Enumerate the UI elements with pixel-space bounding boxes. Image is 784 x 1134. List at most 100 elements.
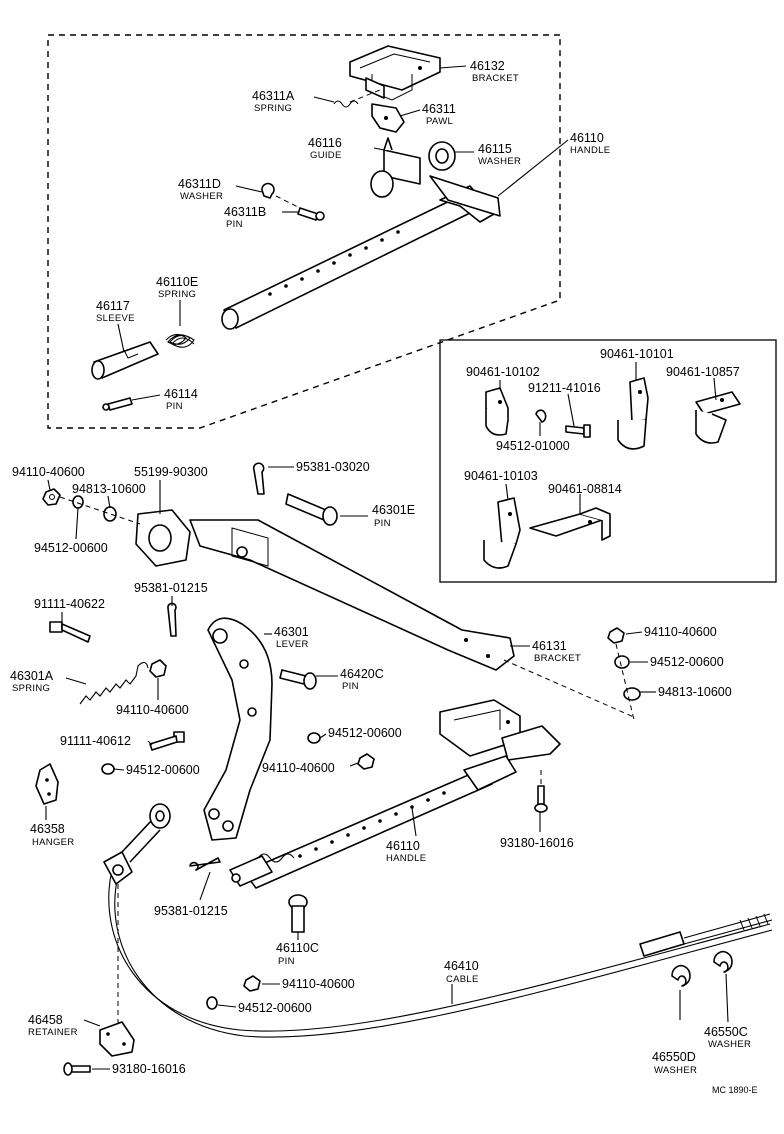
part-number: 46311D xyxy=(178,177,221,191)
clip-set-box xyxy=(439,339,777,583)
handle-46110-lower-drawing xyxy=(229,699,561,889)
part-name: BRACKET xyxy=(472,73,519,84)
part-number: 46311 xyxy=(422,102,456,116)
label-46110e: 46110E SPRING xyxy=(156,275,198,300)
clip-90461-08814-drawing xyxy=(529,507,611,541)
label-94110-40600-left: 94110-40600 xyxy=(12,465,85,479)
part-name: HANGER xyxy=(32,837,74,848)
label-46458: 46458 RETAINER xyxy=(28,1013,78,1038)
nut-94110-middle-drawing xyxy=(357,753,375,770)
label-46311a: 46311A SPRING xyxy=(252,89,295,114)
washer-94512-middle-drawing xyxy=(307,732,321,744)
label-94110-40600-right: 94110-40600 xyxy=(644,625,717,639)
cotter-pin-95381-01215-lower-drawing xyxy=(189,857,221,871)
clip-90461-10101-drawing xyxy=(617,377,649,450)
label-94110-40600-lower: 94110-40600 xyxy=(282,977,355,991)
part-name: HANDLE xyxy=(570,145,610,156)
part-number: 46131 xyxy=(532,639,567,653)
cable-46410-drawing xyxy=(103,803,773,1038)
pin-46311b-drawing xyxy=(297,207,325,221)
label-46132: 46132 BRACKET xyxy=(470,59,519,84)
label-90461-10103: 90461-10103 xyxy=(464,469,538,483)
washer-94813-left-drawing xyxy=(103,506,117,522)
part-name: SLEEVE xyxy=(96,313,135,324)
washer-46115-drawing xyxy=(428,141,456,171)
part-number: 46550C xyxy=(704,1025,748,1039)
label-46550c: 46550C WASHER xyxy=(704,1025,751,1050)
bracket-46131-drawing xyxy=(189,519,515,671)
part-number: 46110 xyxy=(386,839,420,853)
part-name: SPRING xyxy=(254,103,292,114)
pin-46110c-drawing xyxy=(288,894,308,933)
label-90461-10102: 90461-10102 xyxy=(466,365,540,379)
pin-46420c-drawing xyxy=(279,669,317,690)
pin-46114-drawing xyxy=(102,397,133,411)
nut-94110-left-drawing xyxy=(42,488,61,506)
part-number: 46132 xyxy=(470,59,505,73)
part-number: 46410 xyxy=(444,959,479,973)
label-94813-10600-right: 94813-10600 xyxy=(658,685,732,699)
label-94512-00600-middle: 94512-00600 xyxy=(328,726,402,740)
part-name: PIN xyxy=(374,518,391,529)
label-46110c: 46110C PIN xyxy=(276,941,319,967)
label-46131: 46131 BRACKET xyxy=(532,639,581,664)
cotter-pin-95381-03020-drawing xyxy=(252,462,265,495)
label-90461-08814: 90461-08814 xyxy=(548,482,622,496)
part-name: HANDLE xyxy=(386,853,426,864)
lever-46301-drawing xyxy=(203,617,273,841)
part-name: WASHER xyxy=(708,1039,751,1050)
label-46311b: 46311B PIN xyxy=(224,205,266,230)
label-46114: 46114 PIN xyxy=(164,387,198,412)
part-number: 46301 xyxy=(274,625,309,639)
part-number: 46114 xyxy=(164,387,198,401)
part-name: BRACKET xyxy=(534,653,581,664)
label-94512-00600-right: 94512-00600 xyxy=(650,655,724,669)
label-46116: 46116 GUIDE xyxy=(308,136,342,161)
nut-94110-center-drawing xyxy=(149,659,167,678)
plate-55199-drawing xyxy=(135,509,191,567)
part-name: LEVER xyxy=(276,639,309,650)
bracket-46132-drawing xyxy=(349,45,441,101)
part-name: GUIDE xyxy=(310,150,342,161)
washer-94512-left-drawing xyxy=(72,495,84,509)
part-name: SPRING xyxy=(158,289,196,300)
label-55199-90300: 55199-90300 xyxy=(134,465,208,479)
label-91111-40622: 91111-40622 xyxy=(34,597,105,611)
label-94813-10600-left: 94813-10600 xyxy=(72,482,146,496)
label-91111-40612: 91111-40612 xyxy=(60,734,131,748)
label-93180-16016-lower: 93180-16016 xyxy=(112,1062,186,1076)
spring-46110e-drawing xyxy=(165,333,195,348)
screw-93180-right-drawing xyxy=(534,785,548,813)
label-46115: 46115 WASHER xyxy=(478,142,521,167)
clip-90461-10103-drawing xyxy=(483,497,521,569)
part-name: RETAINER xyxy=(28,1027,78,1038)
bolt-91111-40622-drawing xyxy=(49,621,91,643)
label-46117: 46117 SLEEVE xyxy=(96,299,135,324)
label-95381-03020: 95381-03020 xyxy=(296,460,370,474)
label-46550d: 46550D WASHER xyxy=(652,1050,697,1076)
clip-90461-10857-drawing xyxy=(695,391,741,444)
label-46311: 46311 PAWL xyxy=(422,102,456,127)
label-95381-01215-upper: 95381-01215 xyxy=(134,581,208,595)
label-94512-00600-left: 94512-00600 xyxy=(34,541,108,555)
washer-94512-lower-drawing xyxy=(206,996,218,1010)
label-90461-10857: 90461-10857 xyxy=(666,365,740,379)
part-number: 46358 xyxy=(30,822,65,836)
part-number: 46110C xyxy=(276,941,319,955)
part-number: 46420C xyxy=(340,667,384,681)
label-94512-00600-lower-left: 94512-00600 xyxy=(126,763,200,777)
handle-46110-top-drawing xyxy=(221,175,501,330)
part-number: 46301A xyxy=(10,669,54,683)
part-name: PIN xyxy=(166,401,183,412)
part-name: PIN xyxy=(342,681,359,692)
clip-90461-10102-drawing xyxy=(485,387,509,436)
label-94512-01000: 94512-01000 xyxy=(496,439,570,453)
bolt-91111-40612-drawing xyxy=(149,731,185,751)
washer-46311d-drawing xyxy=(261,182,275,199)
washer-94512-lower-left-drawing xyxy=(101,763,115,775)
nut-94110-right-drawing xyxy=(607,627,625,644)
label-46301a: 46301A SPRING xyxy=(10,669,54,694)
part-name: PIN xyxy=(278,956,295,967)
label-93180-16016-right: 93180-16016 xyxy=(500,836,574,850)
